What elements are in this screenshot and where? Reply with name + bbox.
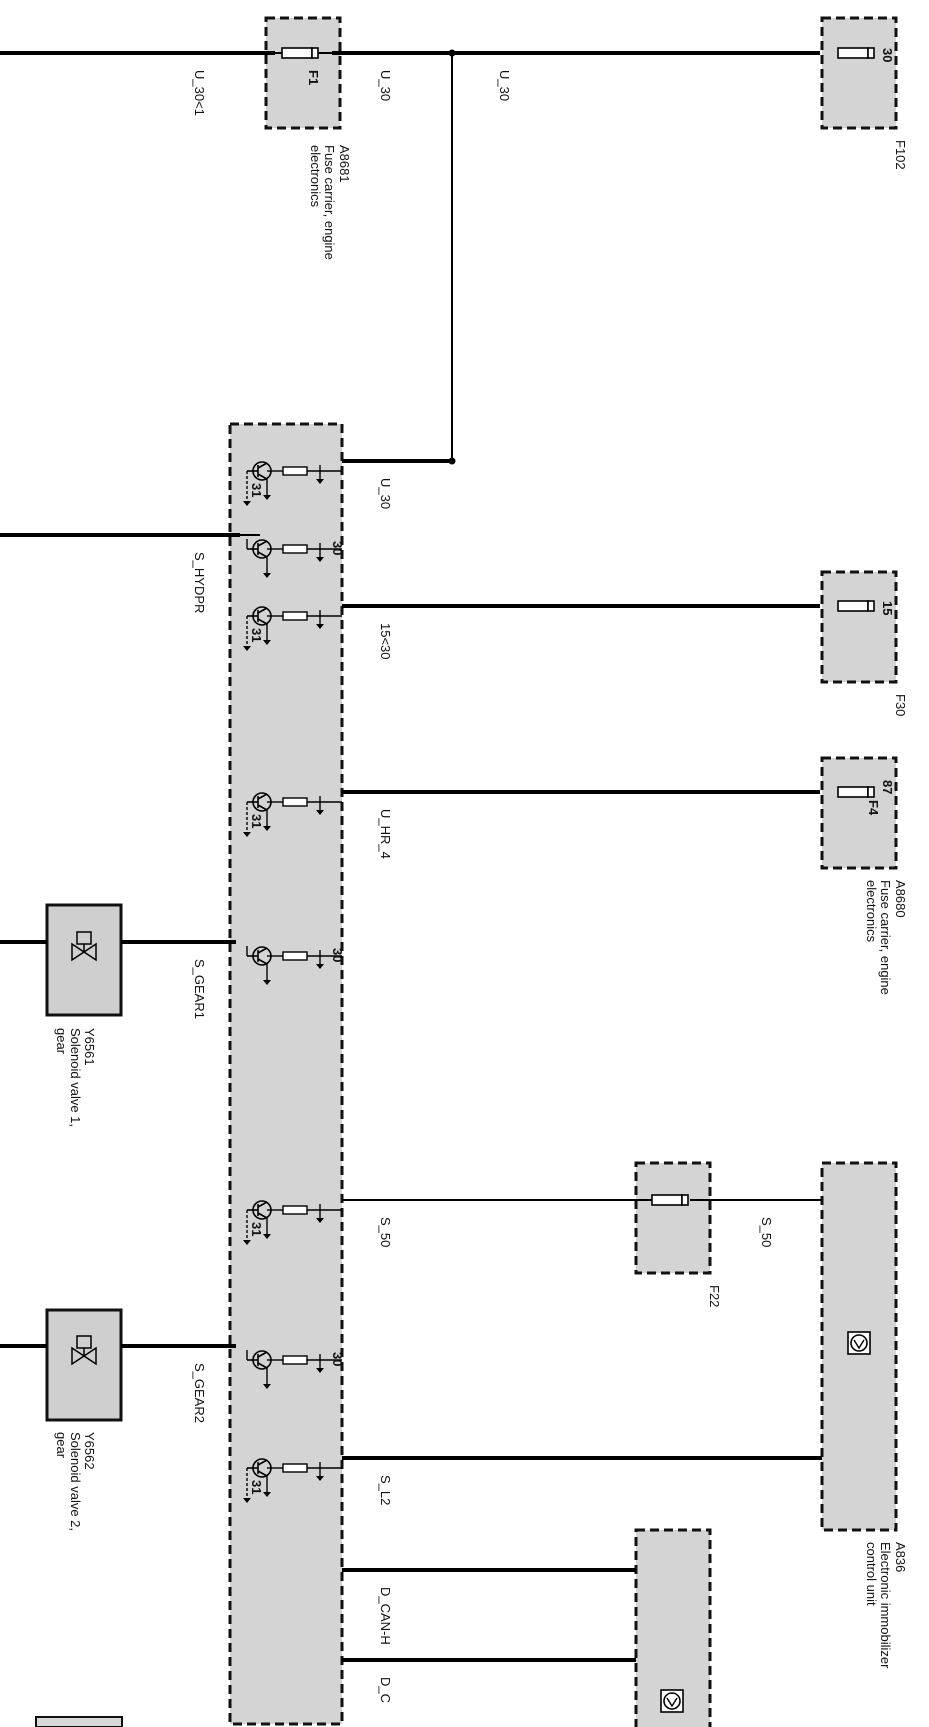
a8680-pin: 87 [880, 780, 895, 794]
solenoid-valve-y6561-box [45, 903, 123, 1017]
a8680-name-line1: Fuse carrier, engine [878, 880, 893, 995]
fuse-carrier-a8681-box [264, 16, 342, 130]
fuse-f4-label: F4 [866, 800, 881, 816]
wire-label-u-hr-4: U_HR_4 [378, 809, 393, 859]
wire-label-u30-1: U_30<1 [192, 70, 207, 116]
switch-u30-pin-label: 31 [249, 483, 264, 497]
wire-label-s-50-b: S_50 [759, 1217, 774, 1247]
y6562-id: Y6562 [82, 1432, 97, 1470]
solenoid-valve-1-symbol [71, 931, 97, 962]
wire-label-u30-c: U_30 [378, 478, 393, 509]
wire-label-u30-b: U_30 [497, 70, 512, 101]
y6561-name-line1: Solenoid valve 1, [68, 1028, 83, 1127]
switch-s-l2-symbol: 31 [243, 1458, 342, 1503]
fuse-f4-symbol [837, 786, 875, 798]
wire-label-d-can-h: D_CAN-H [378, 1587, 393, 1645]
switch-s-hydpr-symbol: 30 [246, 539, 345, 578]
y6562-name-line1: Solenoid valve 2, [68, 1432, 83, 1531]
fuse-f22-symbol [651, 1194, 689, 1206]
fuse-f102-box [820, 16, 898, 130]
solenoid-valve-2-symbol [71, 1335, 97, 1366]
f22-id: F22 [707, 1285, 722, 1307]
a836-id: A836 [893, 1542, 908, 1572]
switch-s-gear1-pin-label: 30 [330, 948, 345, 962]
switch-s-50-symbol: 31 [243, 1200, 342, 1245]
f30-id: F30 [893, 694, 908, 716]
wire-label-s-gear1: S_GEAR1 [192, 959, 207, 1019]
control-unit-icon-a836 [847, 1331, 871, 1355]
a836-name-line2: control unit [864, 1542, 879, 1606]
wire-label-s-gear2: S_GEAR2 [192, 1363, 207, 1423]
y6561-id: Y6561 [82, 1028, 97, 1066]
fuse-f30-symbol [837, 600, 875, 612]
switch-15-30-symbol: 31 [243, 606, 342, 651]
control-unit-icon-can-module [660, 1689, 684, 1713]
a8681-id: A8681 [337, 145, 352, 183]
wire-label-s-l2: S_L2 [378, 1475, 393, 1505]
fuse-f1-label: F1 [306, 70, 321, 85]
y6561-name-line2: gear [54, 1028, 69, 1055]
fuse-carrier-a8680-box [820, 756, 898, 870]
f102-id: F102 [893, 140, 908, 170]
a8680-name-line2: electronics [864, 880, 879, 943]
switch-s-gear2-pin-label: 30 [330, 1352, 345, 1366]
fuse-f22-box [634, 1161, 712, 1275]
switch-s-50-pin-label: 31 [249, 1222, 264, 1236]
fuse-f102-symbol [837, 47, 875, 59]
switch-s-gear1-symbol: 30 [246, 946, 345, 985]
f30-pin: 15 [880, 601, 895, 615]
wire-label-s-hydpr: S_HYDPR [192, 552, 207, 613]
fuse-f1-symbol [266, 47, 332, 59]
a8681-name-line2: electronics [308, 145, 323, 208]
switch-u30-symbol: 31 [243, 461, 342, 506]
wire-label-d-can-l: D_C [378, 1677, 393, 1703]
switch-s-l2-pin-label: 31 [249, 1480, 264, 1494]
wire-label-15-30: 15<30 [378, 623, 393, 660]
wire-label-u30-a: U_30 [378, 70, 393, 101]
a8681-name-line1: Fuse carrier, engine [322, 145, 337, 260]
a836-name-line1: Electronic immobilizer [878, 1542, 893, 1669]
a8680-id: A8680 [893, 880, 908, 918]
control-module-box [228, 422, 344, 1726]
y6562-name-line2: gear [54, 1432, 69, 1459]
fuse-f30-box [820, 570, 898, 684]
switch-s-gear2-symbol: 30 [246, 1350, 345, 1389]
wire-label-s-50-a: S_50 [378, 1217, 393, 1247]
switch-u-hr-4-pin-label: 31 [249, 814, 264, 828]
switch-15-30-pin-label: 31 [249, 628, 264, 642]
switch-u-hr-4-symbol: 31 [243, 792, 342, 837]
solenoid-valve-y6562-box [45, 1308, 123, 1422]
switch-s-hydpr-pin-label: 30 [330, 541, 345, 555]
f102-pin: 30 [880, 48, 895, 62]
